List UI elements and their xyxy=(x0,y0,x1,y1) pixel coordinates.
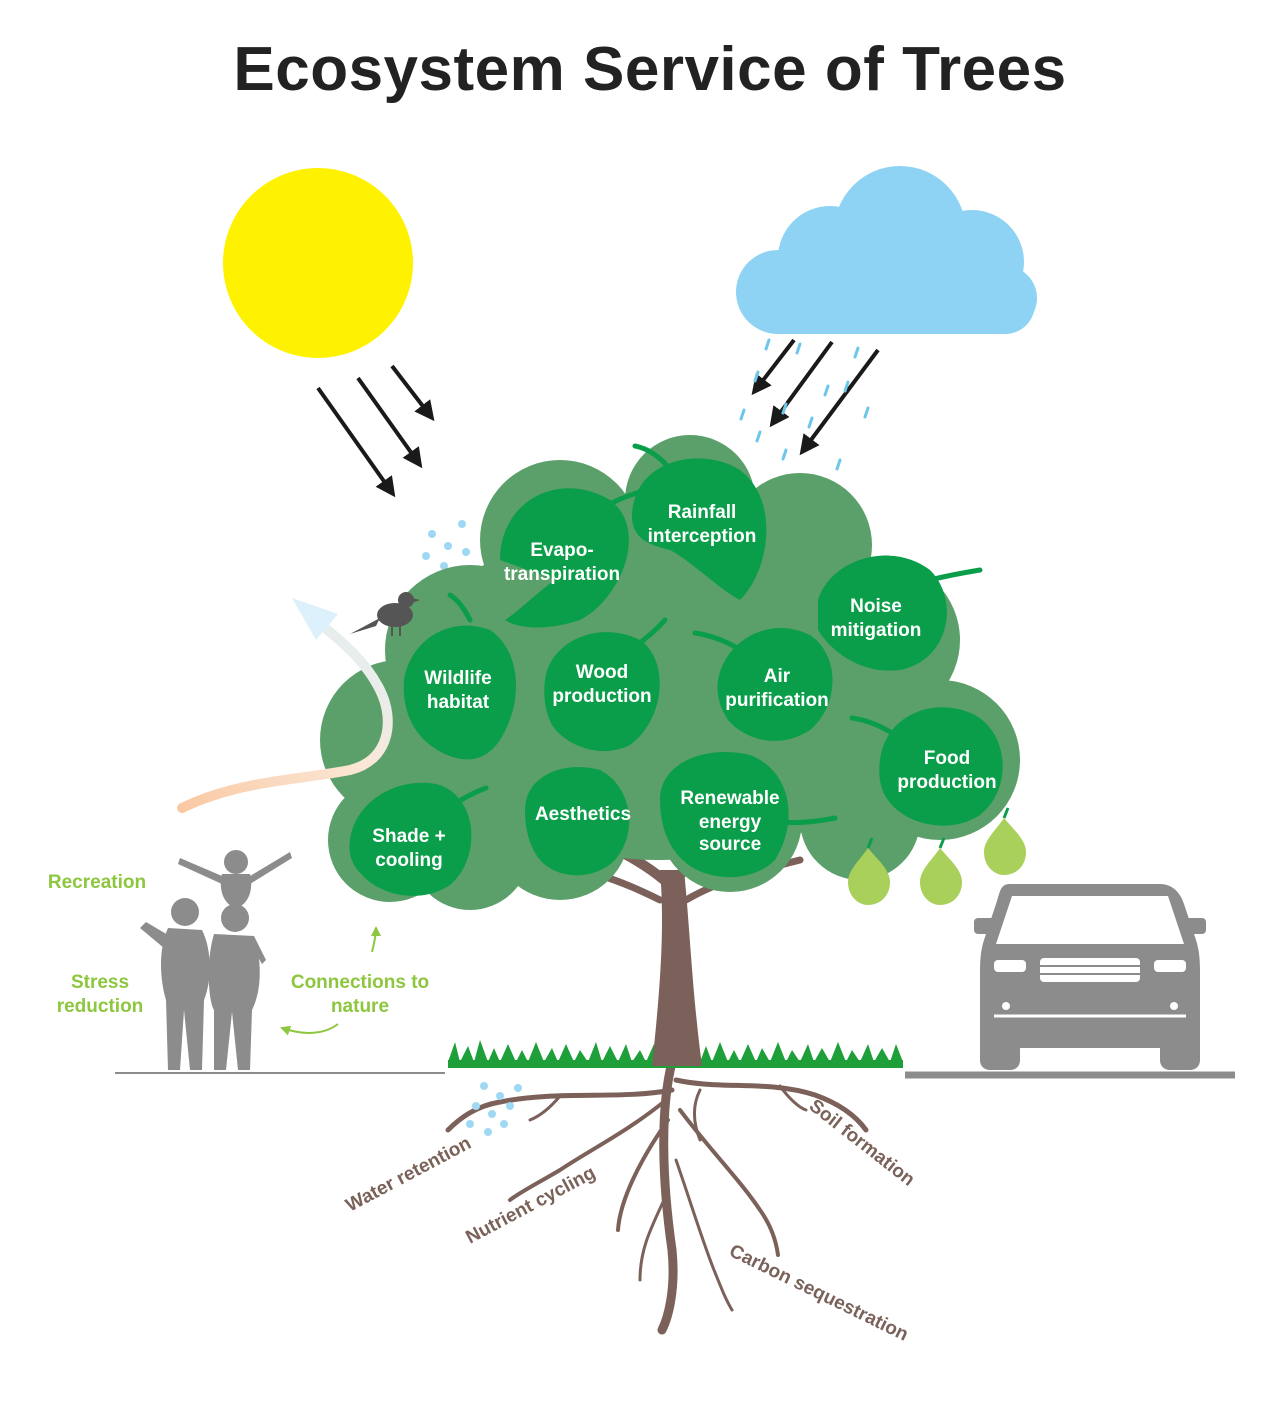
rain-arrows xyxy=(751,338,880,456)
connections-arrow-up xyxy=(370,926,381,953)
leaf-evapotranspiration xyxy=(500,488,629,628)
label-shade-cooling: Shade +cooling xyxy=(372,826,445,871)
label-carbon-sequestration: Carbon sequestration xyxy=(726,1241,912,1346)
leaf-noise xyxy=(818,555,947,671)
tree-roots xyxy=(445,1057,869,1335)
label-evapotranspiration: Evapo-transpiration xyxy=(504,540,620,585)
people-silhouette xyxy=(140,850,292,1070)
page-title: Ecosystem Service of Trees xyxy=(233,35,1067,104)
leaf-air xyxy=(717,627,833,741)
leaf-rainfall xyxy=(631,458,767,600)
service-leaves xyxy=(349,458,1003,896)
leaf-food xyxy=(879,707,1003,826)
leaf-wildlife xyxy=(403,625,517,760)
sun-icon xyxy=(223,168,413,358)
recreation-arrow xyxy=(177,617,393,813)
leaf-shade xyxy=(349,782,472,896)
label-aesthetics: Aesthetics xyxy=(535,804,631,825)
sun-rays xyxy=(316,364,435,498)
car-icon xyxy=(974,884,1206,1070)
recreation-arrow-head xyxy=(292,598,338,640)
connections-arrow-left xyxy=(280,1023,339,1036)
cloud-icon xyxy=(736,166,1037,334)
label-water-retention: Water retention xyxy=(342,1133,474,1217)
root-water-droplets xyxy=(466,1082,522,1136)
label-nutrient-cycling: Nutrient cycling xyxy=(462,1162,599,1248)
raindrops xyxy=(739,338,870,471)
leaf-aesthetics xyxy=(525,766,630,876)
label-recreation: Recreation xyxy=(48,872,146,893)
pear-stems xyxy=(866,807,1010,849)
leaf-stems xyxy=(442,443,983,826)
pear-fruits xyxy=(848,818,1026,905)
label-soil-formation: Soil formation xyxy=(805,1095,919,1190)
bird-icon xyxy=(350,592,420,636)
leaf-wood xyxy=(544,632,660,752)
leaf-renewable xyxy=(660,752,789,878)
